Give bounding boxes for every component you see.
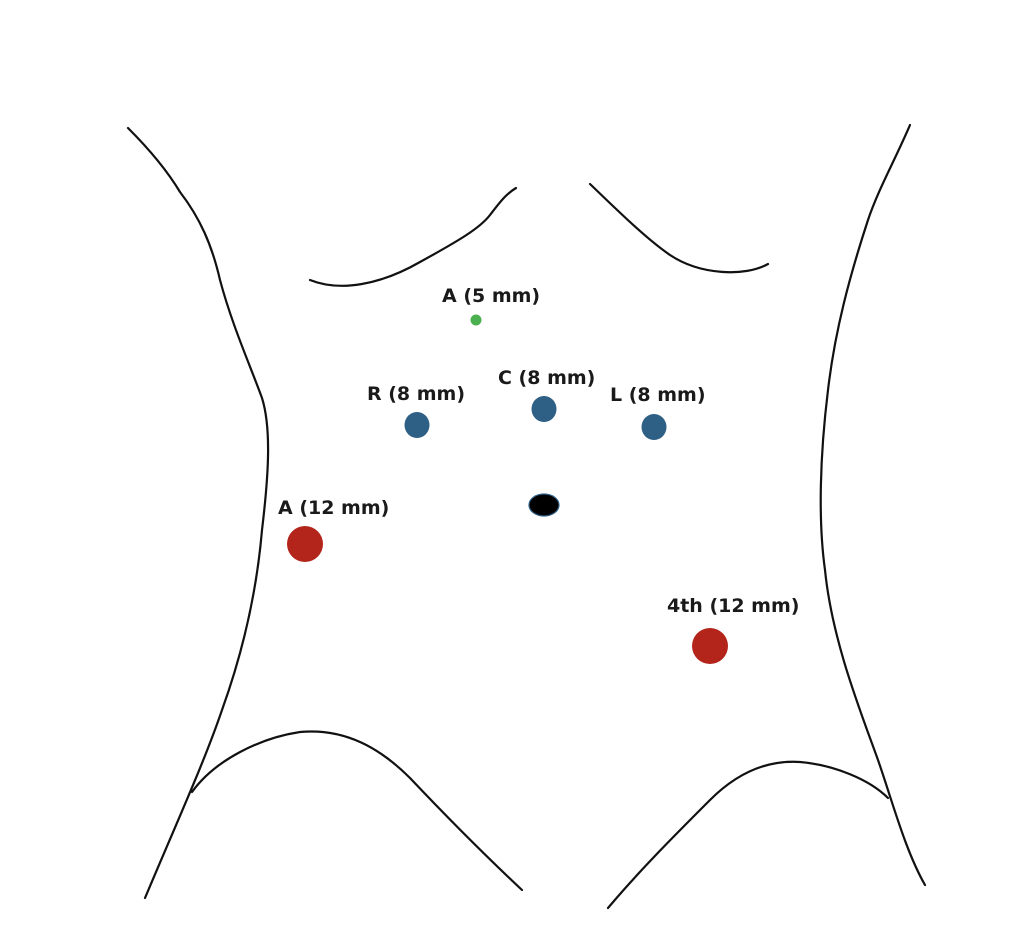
label-right-8mm: R (8 mm) xyxy=(367,383,465,405)
left-chest-line xyxy=(308,186,518,287)
port-dot-camera-8mm xyxy=(531,396,557,422)
port-dot-left-8mm xyxy=(641,414,667,440)
label-assistant-12mm: A (12 mm) xyxy=(278,497,389,519)
right-chest-line xyxy=(588,182,770,274)
port-dot-assistant-12mm xyxy=(287,526,323,562)
torso-outline xyxy=(126,123,927,910)
label-left-8mm: L (8 mm) xyxy=(610,384,706,406)
left-flank-line xyxy=(126,126,270,900)
right-pelvic-line xyxy=(606,760,890,910)
port-dot-right-8mm xyxy=(404,412,430,438)
labels-layer: A (5 mm) C (8 mm) R (8 mm) L (8 mm) A (1… xyxy=(278,285,799,617)
label-camera-8mm: C (8 mm) xyxy=(498,367,595,389)
label-fourth-12mm: 4th (12 mm) xyxy=(667,595,799,617)
umbilicus-marker xyxy=(528,493,560,517)
right-flank-line xyxy=(819,123,927,887)
label-assistant-5mm: A (5 mm) xyxy=(442,285,540,307)
left-pelvic-line xyxy=(190,730,524,892)
ports-layer xyxy=(287,314,728,664)
port-dot-fourth-12mm xyxy=(692,628,728,664)
port-dot-assistant-5mm xyxy=(470,314,482,326)
